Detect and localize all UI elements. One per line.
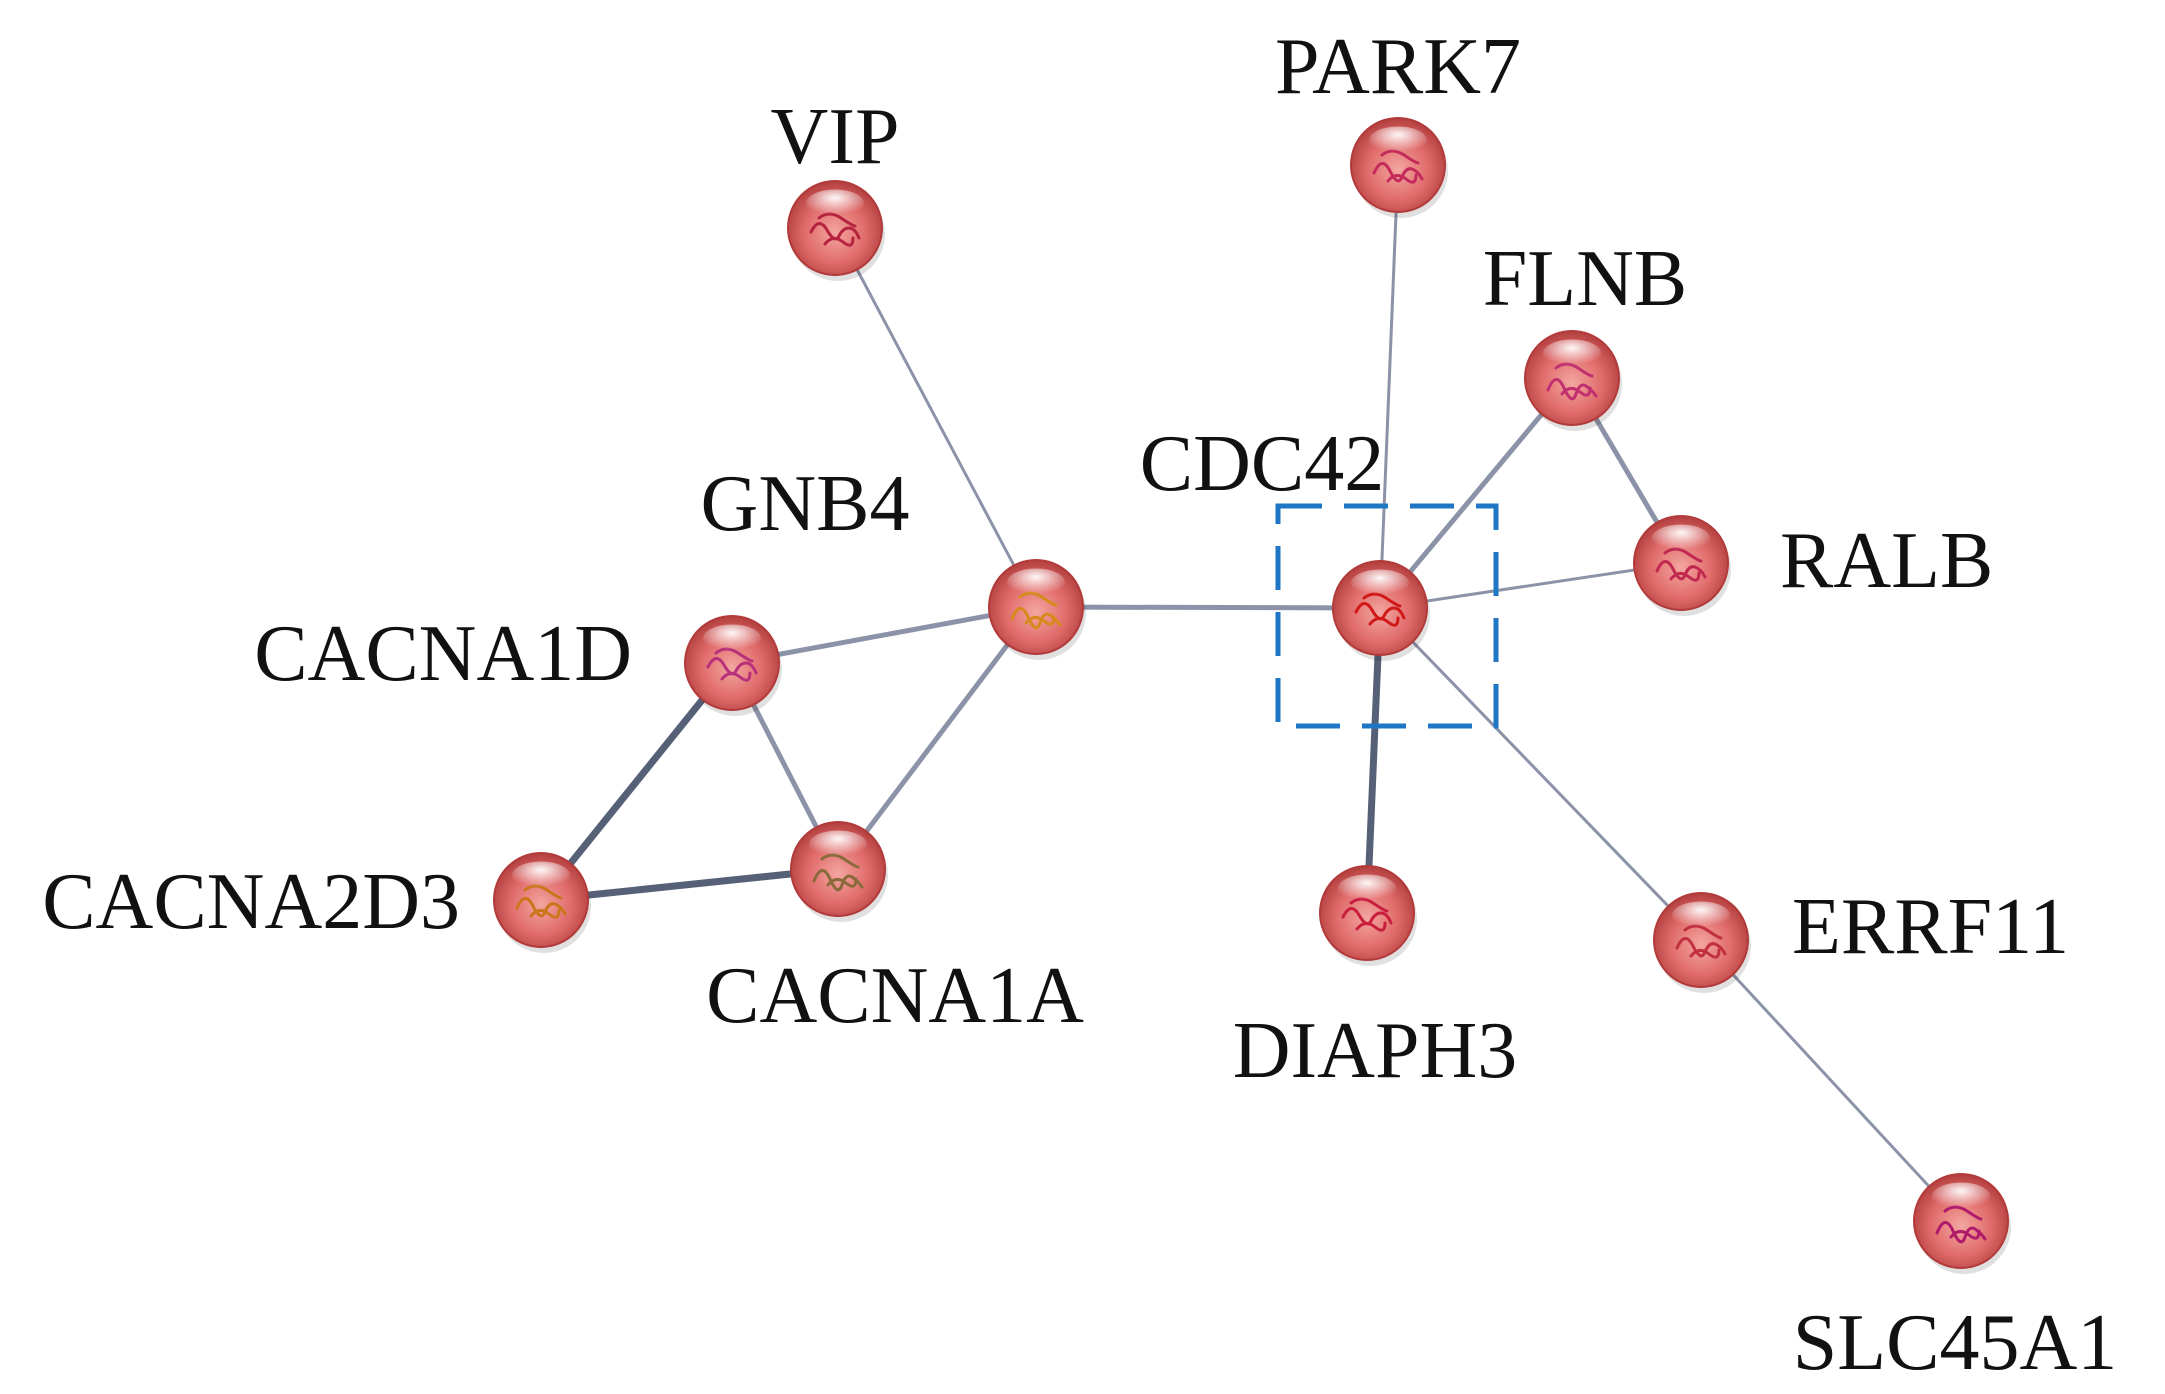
node-shine [1350, 569, 1410, 598]
node-gnb4[interactable] [988, 559, 1086, 660]
node-flnb[interactable] [1524, 330, 1622, 431]
node-park7[interactable] [1350, 117, 1448, 218]
node-errf11[interactable] [1653, 892, 1751, 993]
cdc42-highlight-box [1275, 503, 1499, 729]
node-shine [511, 861, 571, 890]
node-shine [1651, 524, 1711, 553]
node-shine [1368, 126, 1428, 155]
node-shine [1542, 339, 1602, 368]
nodes-layer [493, 117, 2011, 1274]
node-label-cacna2d3: CACNA2D3 [42, 858, 460, 946]
edge-ralb-cdc42 [1378, 561, 1683, 610]
node-shine [1006, 568, 1066, 597]
edge-cacna1d-cacna2d3 [537, 659, 736, 904]
edge-cdc42-errf11 [1378, 606, 1703, 942]
edge-flnb-cdc42 [1377, 375, 1575, 611]
node-cacna1a[interactable] [790, 821, 888, 922]
edges-layer [537, 163, 1963, 1223]
edge-park7-cdc42 [1378, 163, 1400, 610]
node-label-cacna1d: CACNA1D [254, 610, 632, 698]
node-shine [702, 624, 762, 653]
node-cacna1d[interactable] [684, 615, 782, 716]
node-label-errf11: ERRF11 [1792, 883, 2069, 971]
node-cdc42[interactable] [1332, 560, 1430, 661]
node-shine [805, 189, 865, 218]
node-label-flnb: FLNB [1483, 235, 1688, 323]
edge-vip-gnb4 [833, 226, 1038, 609]
edge-gnb4-cdc42 [1033, 604, 1383, 611]
edge-cacna2d3-cacna1a [537, 865, 842, 904]
node-shine [1337, 874, 1397, 903]
node-diaph3[interactable] [1319, 865, 1417, 966]
node-label-vip: VIP [771, 93, 900, 181]
node-label-cdc42: CDC42 [1140, 420, 1385, 508]
node-label-gnb4: GNB4 [701, 460, 910, 548]
node-ralb[interactable] [1633, 515, 1731, 616]
node-label-cacna1a: CACNA1A [706, 952, 1084, 1040]
edge-gnb4-cacna1d [729, 604, 1039, 666]
node-cacna2d3[interactable] [493, 852, 591, 953]
edge-gnb4-cacna1a [835, 604, 1039, 872]
edge-errf11-slc45a1 [1699, 938, 1963, 1223]
node-slc45a1[interactable] [1913, 1173, 2011, 1274]
node-shine [1931, 1182, 1991, 1211]
node-shine [1671, 901, 1731, 930]
node-shine [808, 830, 868, 859]
node-label-ralb: RALB [1780, 517, 1993, 605]
edge-cdc42-diaph3 [1363, 604, 1384, 917]
node-label-slc45a1: SLC45A1 [1793, 1299, 2118, 1387]
node-label-diaph3: DIAPH3 [1233, 1007, 1517, 1095]
node-label-park7: PARK7 [1275, 23, 1521, 111]
node-vip[interactable] [787, 180, 885, 281]
